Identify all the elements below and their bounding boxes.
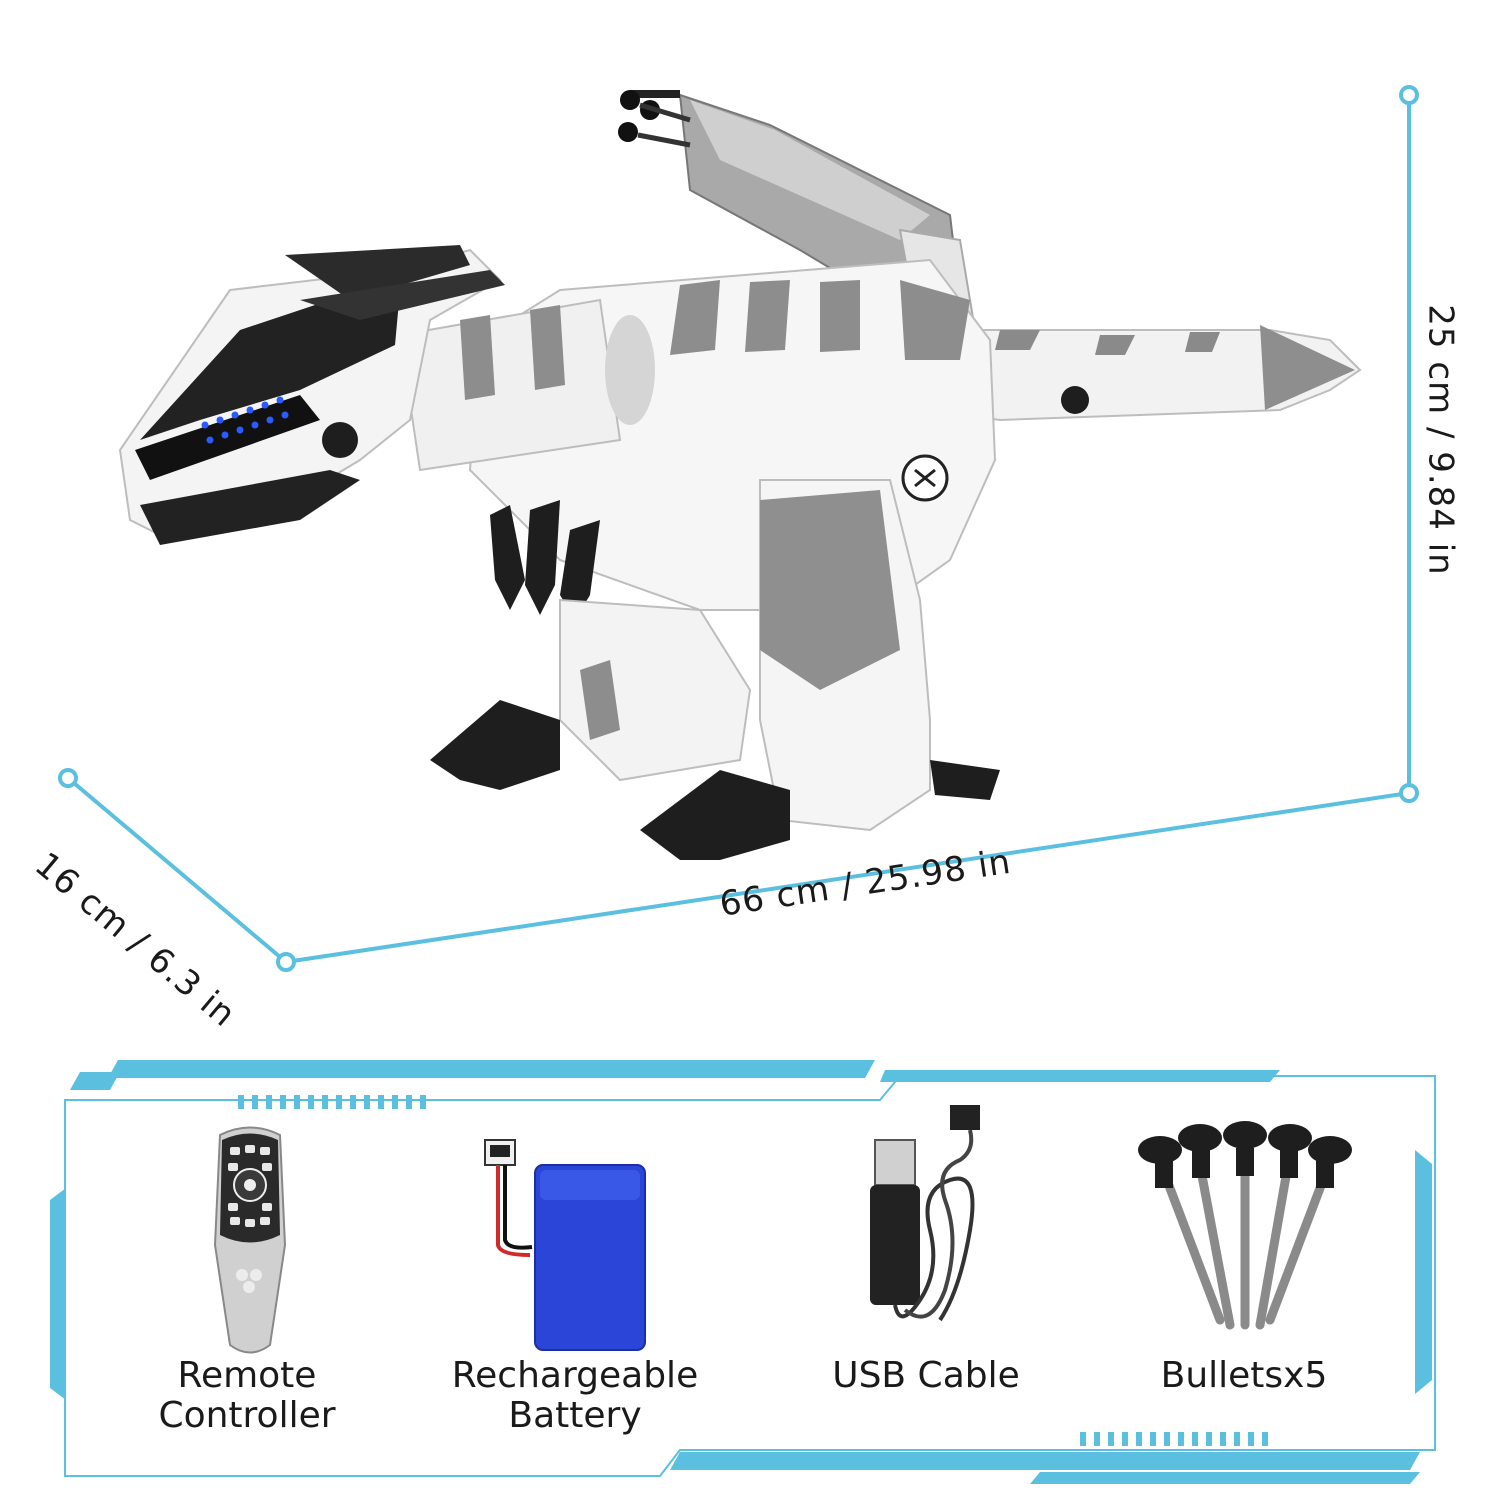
head <box>118 245 505 545</box>
arms <box>490 500 600 620</box>
front-leg <box>640 479 1000 860</box>
accessory-label-usb: USB Cable <box>832 1355 1020 1396</box>
rear-leg <box>430 598 752 790</box>
neck <box>398 298 655 472</box>
height-label: 25 cm / 9.84 in <box>1420 304 1461 576</box>
length-dimension-line <box>285 791 1410 964</box>
frame-dashes-bottom <box>1080 1432 1268 1446</box>
accessory-label-bullets: Bulletsx5 <box>1160 1355 1328 1396</box>
frame-dashes-top <box>238 1095 426 1109</box>
accessory-label-remote: Remote Controller <box>158 1355 336 1436</box>
accessory-label-battery: Rechargeable Battery <box>451 1355 699 1436</box>
usb-cable-icon <box>870 1105 980 1322</box>
tail <box>929 325 1362 422</box>
battery-icon <box>484 1139 646 1351</box>
accessories-frame <box>50 1060 1436 1484</box>
bullets-icon <box>1138 1121 1352 1330</box>
dimension-lines <box>58 85 1419 972</box>
remote-controller-icon <box>213 1126 287 1354</box>
width-dimension-line <box>66 776 288 964</box>
robot-dinosaur-image <box>118 90 1362 860</box>
